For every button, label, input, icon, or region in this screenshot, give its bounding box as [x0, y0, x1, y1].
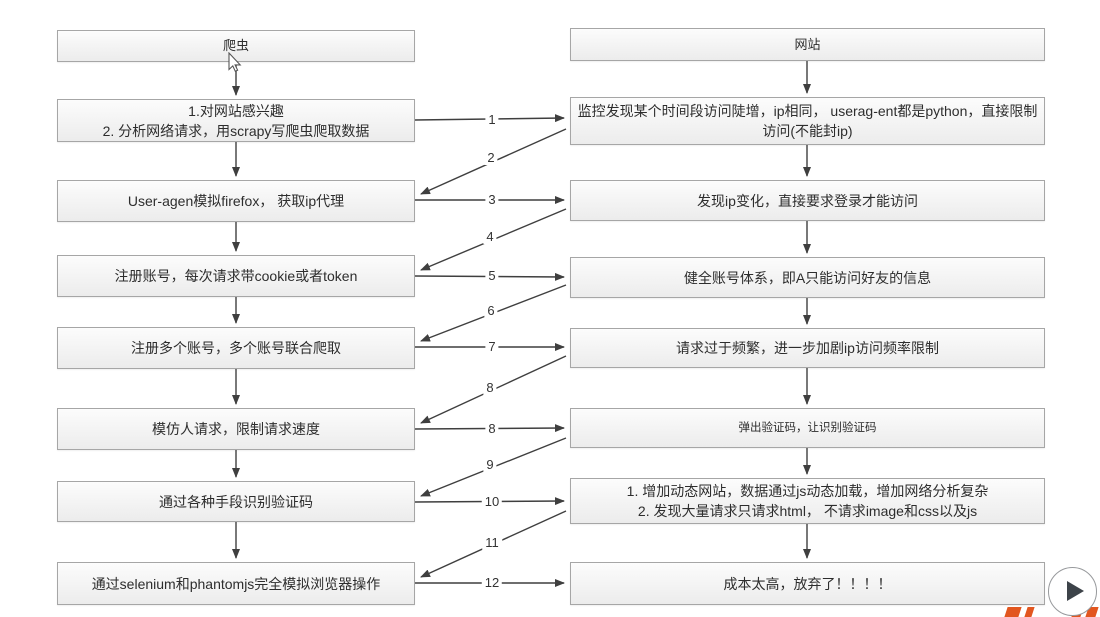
crawler-header-box: 爬虫 [57, 30, 415, 62]
play-icon [1067, 581, 1084, 601]
website-step-6-box: 1. 增加动态网站，数据通过js动态加载，增加网络分析复杂 2. 发现大量请求只… [570, 478, 1045, 524]
connector-label-10: 10 [481, 495, 503, 509]
crawler-step-3-box: 注册账号，每次请求带cookie或者token [57, 255, 415, 297]
connector-label-4: 4 [483, 230, 497, 244]
website-step-1-box: 监控发现某个时间段访问陡增，ip相同， userag-ent都是python，直… [570, 97, 1045, 145]
crawler-step-1-box: 1.对网站感兴趣 2. 分析网络请求，用scrapy写爬虫爬取数据 [57, 99, 415, 142]
connector-label-11: 11 [482, 536, 502, 550]
connector-label-1: 1 [485, 113, 499, 127]
connector-label-7: 7 [485, 340, 499, 354]
connector-label-8-horizontal: 8 [485, 422, 499, 436]
website-step-5-box: 弹出验证码，让识别验证码 [570, 408, 1045, 448]
website-step-7-box: 成本太高，放弃了！！！！ [570, 562, 1045, 605]
crawler-step-4-box: 注册多个账号，多个账号联合爬取 [57, 327, 415, 369]
mouse-cursor-icon [228, 52, 242, 73]
website-step-3-box: 健全账号体系，即A只能访问好友的信息 [570, 257, 1045, 298]
connector-label-3: 3 [485, 193, 499, 207]
website-step-2-box: 发现ip变化，直接要求登录才能访问 [570, 180, 1045, 221]
crawler-step-6-box: 通过各种手段识别验证码 [57, 481, 415, 522]
crawler-step-7-box: 通过selenium和phantomjs完全模拟浏览器操作 [57, 562, 415, 605]
play-button[interactable] [1048, 567, 1097, 616]
crawler-step-5-box: 模仿人请求，限制请求速度 [57, 408, 415, 450]
connector-label-12: 12 [481, 576, 503, 590]
crawler-step-2-box: User-agen模拟firefox， 获取ip代理 [57, 180, 415, 222]
connector-label-6: 6 [484, 304, 498, 318]
connector-label-2: 2 [484, 151, 498, 165]
connector-label-9: 9 [483, 458, 497, 472]
connector-label-5: 5 [485, 269, 499, 283]
website-header-box: 网站 [570, 28, 1045, 61]
connector-label-8-diagonal: 8 [483, 381, 497, 395]
website-step-4-box: 请求过于频繁，进一步加剧ip访问频率限制 [570, 328, 1045, 368]
